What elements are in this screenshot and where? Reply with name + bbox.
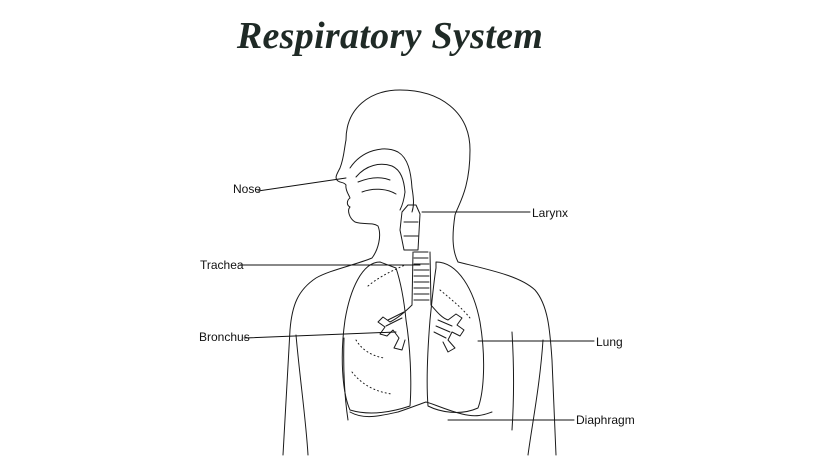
leader-lines [239,177,595,421]
lung-left [341,261,412,414]
nasal-cavity [349,148,414,213]
label-diaphragm: Diaphragm [576,413,635,427]
body-outline [282,89,557,456]
lung-right [426,261,485,413]
label-larynx: Larynx [532,206,569,220]
bronchus-leader-line [243,331,397,339]
trachea-structure [399,204,432,306]
diaphragm-outline [349,401,493,418]
diagram-title: Respiratory System [236,15,544,57]
label-lung: Lung [596,335,623,349]
label-bronchus: Bronchus [199,330,250,344]
nose-leader-line [257,177,347,192]
label-trachea: Trachea [200,258,244,272]
bronchi [377,304,465,353]
label-nose: Nose [233,182,262,196]
